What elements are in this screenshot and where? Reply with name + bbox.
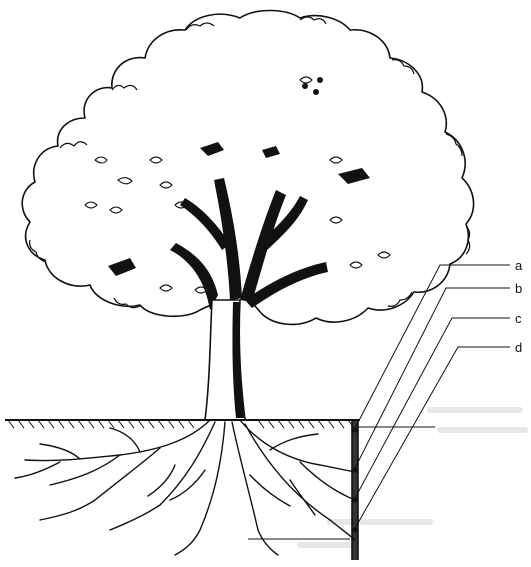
marker-d [352, 527, 357, 532]
callout-line-d [354, 347, 510, 530]
label-b: b [515, 281, 522, 296]
ground-hatching [8, 420, 354, 428]
marker-c [352, 497, 357, 502]
label-a: a [515, 258, 523, 273]
tree-roots [15, 420, 355, 555]
callout-line-b [354, 288, 510, 470]
soil-profile-bar [352, 420, 358, 560]
marker-a [352, 427, 357, 432]
marker-b [352, 467, 357, 472]
label-d: d [515, 340, 522, 355]
label-c: c [515, 311, 522, 326]
